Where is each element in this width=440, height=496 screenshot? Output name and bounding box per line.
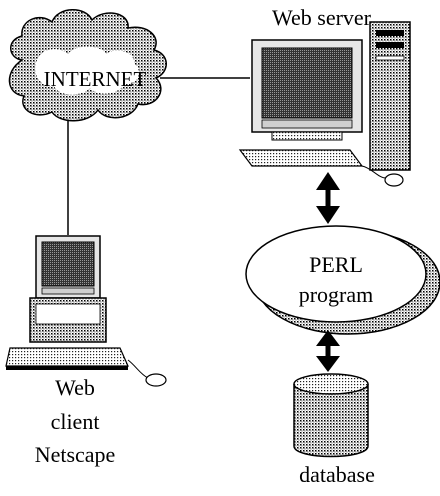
database-label: database: [299, 462, 375, 487]
web-server-computer-icon: [238, 21, 411, 187]
client-computer-icon: [5, 235, 167, 387]
web-client-label-line1: Web: [55, 375, 95, 400]
internet-label: INTERNET: [43, 67, 147, 91]
web-client-label-line2: client: [50, 409, 100, 434]
web-client-label-line3: Netscape: [34, 442, 116, 467]
database-cylinder-icon: [293, 373, 369, 458]
perl-program-ellipse: [245, 225, 440, 335]
perl-program-label-line1: PERL: [309, 252, 363, 277]
double-arrow-icon: [316, 330, 340, 372]
web-server-label: Web server: [272, 5, 372, 30]
double-arrow-icon: [316, 172, 340, 224]
cloud-icon: [8, 9, 167, 122]
perl-program-label-line2: program: [298, 282, 374, 307]
